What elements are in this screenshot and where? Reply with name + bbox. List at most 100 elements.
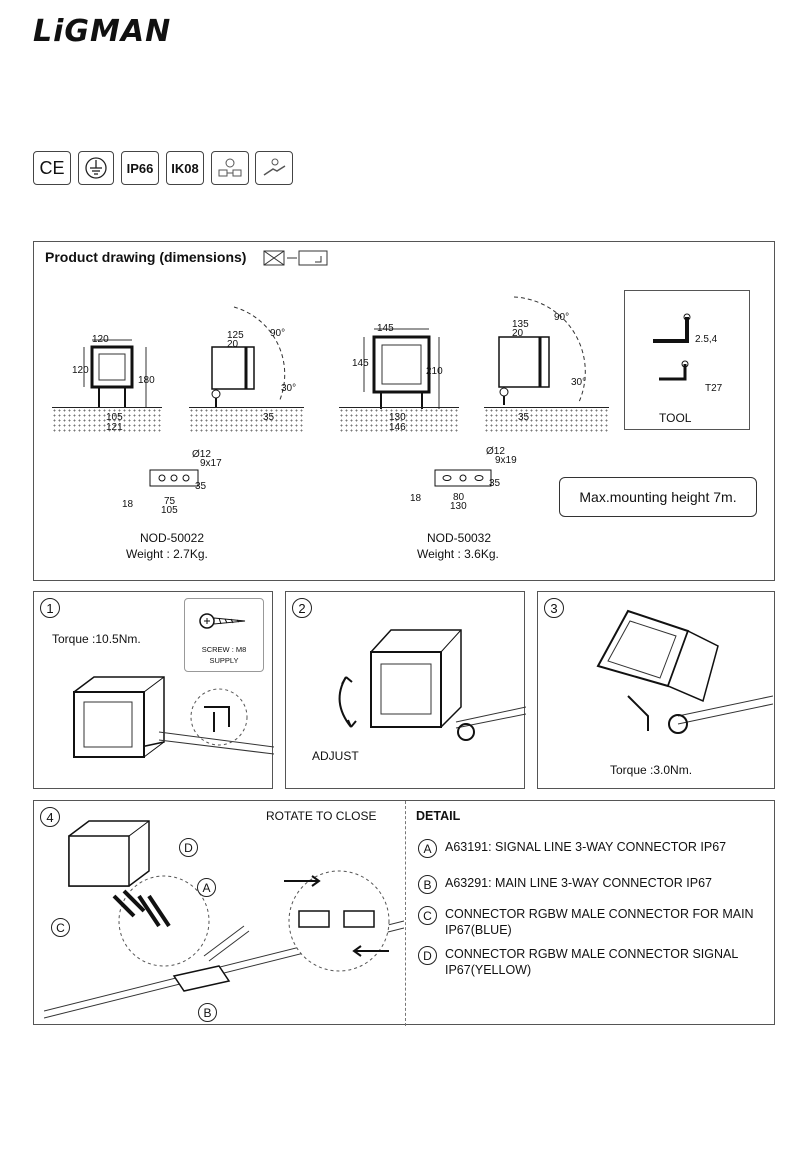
product-drawing-panel: Product drawing (dimensions) 120 120 180… [33, 241, 775, 581]
large-front-view [363, 328, 440, 409]
ip66-badge: IP66 [121, 151, 159, 185]
step-1-panel: 1 Torque :10.5Nm. SCREW : M8 SUPPLY [33, 591, 274, 789]
small-bracket-w2: 105 [161, 505, 178, 516]
dim-small-base1: 105 [106, 412, 123, 423]
dim-large-base2: 146 [389, 422, 406, 433]
small-bracket-hole: Ø12 [192, 449, 211, 460]
detail-text-d: CONNECTOR RGBW MALE CONNECTOR SIGNAL IP6… [445, 947, 738, 977]
detail-letter-b: B [418, 875, 437, 894]
step-3-illustration [596, 609, 773, 734]
dim-small-width: 120 [92, 334, 109, 345]
product-drawing-title: Product drawing (dimensions) [45, 249, 247, 265]
ground-hatch [52, 407, 162, 432]
step-2-panel: 2 ADJUST [285, 591, 526, 789]
dim-large-angle-top: 90° [554, 312, 570, 323]
step-4-wiring-illustration [44, 820, 404, 1019]
connector-icon [255, 151, 293, 185]
ce-mark-icon: CE [33, 151, 71, 185]
small-side-view [211, 306, 286, 407]
ground-hatch [189, 407, 304, 432]
callout-d: D [179, 838, 198, 857]
step-1-illustration [73, 676, 274, 758]
dim-large-side-base: 35 [518, 412, 530, 423]
callout-a: A [197, 878, 216, 897]
detail-text-a: A63191: SIGNAL LINE 3-WAY CONNECTOR IP67 [445, 840, 727, 854]
mounting-height-note: Max.mounting height 7m. [559, 477, 757, 517]
detail-item-b: B A63291: MAIN LINE 3-WAY CONNECTOR IP67 [418, 875, 768, 894]
large-side-view [498, 296, 586, 405]
small-bracket-h: 35 [195, 481, 207, 492]
large-bracket-h: 35 [489, 478, 501, 489]
large-bracket-slot: 9x19 [495, 455, 517, 466]
dim-small-height: 120 [72, 365, 89, 376]
earth-ground-icon [78, 151, 114, 185]
large-bracket-drawing [434, 469, 492, 487]
dim-small-angle-top: 90° [270, 328, 286, 339]
tool-hex-size: 2.5,4 [695, 334, 718, 345]
step-4-number: 4 [40, 807, 60, 827]
dim-small-depth: 125 [227, 330, 244, 341]
small-bracket-drawing [149, 469, 199, 487]
screw-spec: SCREW : M8 [201, 645, 247, 654]
callout-b: B [198, 1003, 217, 1022]
large-bracket-w2: 130 [450, 501, 467, 512]
step-2-number: 2 [292, 598, 312, 618]
screw-icon [199, 613, 246, 629]
large-bracket-hole: Ø12 [486, 446, 505, 457]
step-4-panel: 4 ROTATE TO CLOSE D A C B DETAIL A A6319… [33, 800, 775, 1026]
step-1-number: 1 [40, 598, 60, 618]
tool-torx-size: T27 [705, 383, 723, 394]
tool-box: 2.5,4 T27 TOOL [624, 290, 750, 430]
step-3-panel: 3 Torque :3.0Nm. [537, 591, 775, 789]
detail-item-d: D CONNECTOR RGBW MALE CONNECTOR SIGNAL I… [418, 946, 768, 978]
dim-small-base2: 121 [106, 422, 123, 433]
large-model-name: NOD-50032 [427, 531, 492, 545]
step-3-number: 3 [544, 598, 564, 618]
ground-hatch [484, 407, 609, 432]
small-bracket-slot: 9x17 [200, 458, 222, 469]
step-2-adjust-label: ADJUST [312, 749, 359, 763]
step-3-torque: Torque :3.0Nm. [610, 763, 693, 777]
detail-text-c: CONNECTOR RGBW MALE CONNECTOR FOR MAIN I… [445, 907, 754, 937]
detail-letter-c: C [418, 906, 437, 925]
large-bracket-w1: 80 [453, 492, 465, 503]
detail-item-c: C CONNECTOR RGBW MALE CONNECTOR FOR MAIN… [418, 906, 768, 938]
dim-large-depth: 135 [512, 319, 529, 330]
small-model-name: NOD-50022 [140, 531, 205, 545]
dim-large-total: 210 [426, 366, 443, 377]
step-2-illustration [338, 629, 526, 741]
dim-small-total: 180 [138, 375, 155, 386]
dim-large-width: 145 [377, 323, 394, 334]
step-1-torque: Torque :10.5Nm. [52, 632, 141, 646]
tool-label: TOOL [659, 411, 692, 425]
rotate-to-close-label: ROTATE TO CLOSE [266, 809, 377, 823]
detail-title: DETAIL [416, 809, 461, 823]
dim-large-height: 145 [352, 358, 369, 369]
small-bracket-w1: 75 [164, 496, 176, 507]
large-model-weight: Weight : 3.6Kg. [417, 547, 499, 561]
ground-hatch [339, 407, 459, 432]
brand-logo: LiGMAN [33, 14, 172, 49]
large-bracket-t: 18 [410, 493, 422, 504]
dim-small-side-base: 35 [263, 412, 275, 423]
detail-text-b: A63291: MAIN LINE 3-WAY CONNECTOR IP67 [445, 876, 712, 890]
dim-small-offset: 20 [227, 339, 239, 350]
panel-divider [405, 801, 407, 1026]
hex-key-icon [653, 313, 691, 381]
screw-callout: SCREW : M8 SUPPLY [184, 598, 264, 672]
dim-small-angle-bottom: 30° [281, 383, 297, 394]
small-model-weight: Weight : 2.7Kg. [126, 547, 208, 561]
dim-large-base1: 130 [389, 412, 406, 423]
dim-large-offset: 20 [512, 328, 524, 339]
small-bracket-t: 18 [122, 499, 134, 510]
detail-letter-a: A [418, 839, 437, 858]
install-surface-icon [211, 151, 249, 185]
small-front-view [83, 339, 147, 407]
detail-letter-d: D [418, 946, 437, 965]
mounting-direction-icon [263, 250, 329, 273]
ik08-badge: IK08 [166, 151, 204, 185]
screw-supply: SUPPLY [209, 656, 239, 665]
detail-item-a: A A63191: SIGNAL LINE 3-WAY CONNECTOR IP… [418, 839, 768, 858]
dim-large-angle-bottom: 30° [571, 377, 587, 388]
callout-c: C [51, 918, 70, 937]
